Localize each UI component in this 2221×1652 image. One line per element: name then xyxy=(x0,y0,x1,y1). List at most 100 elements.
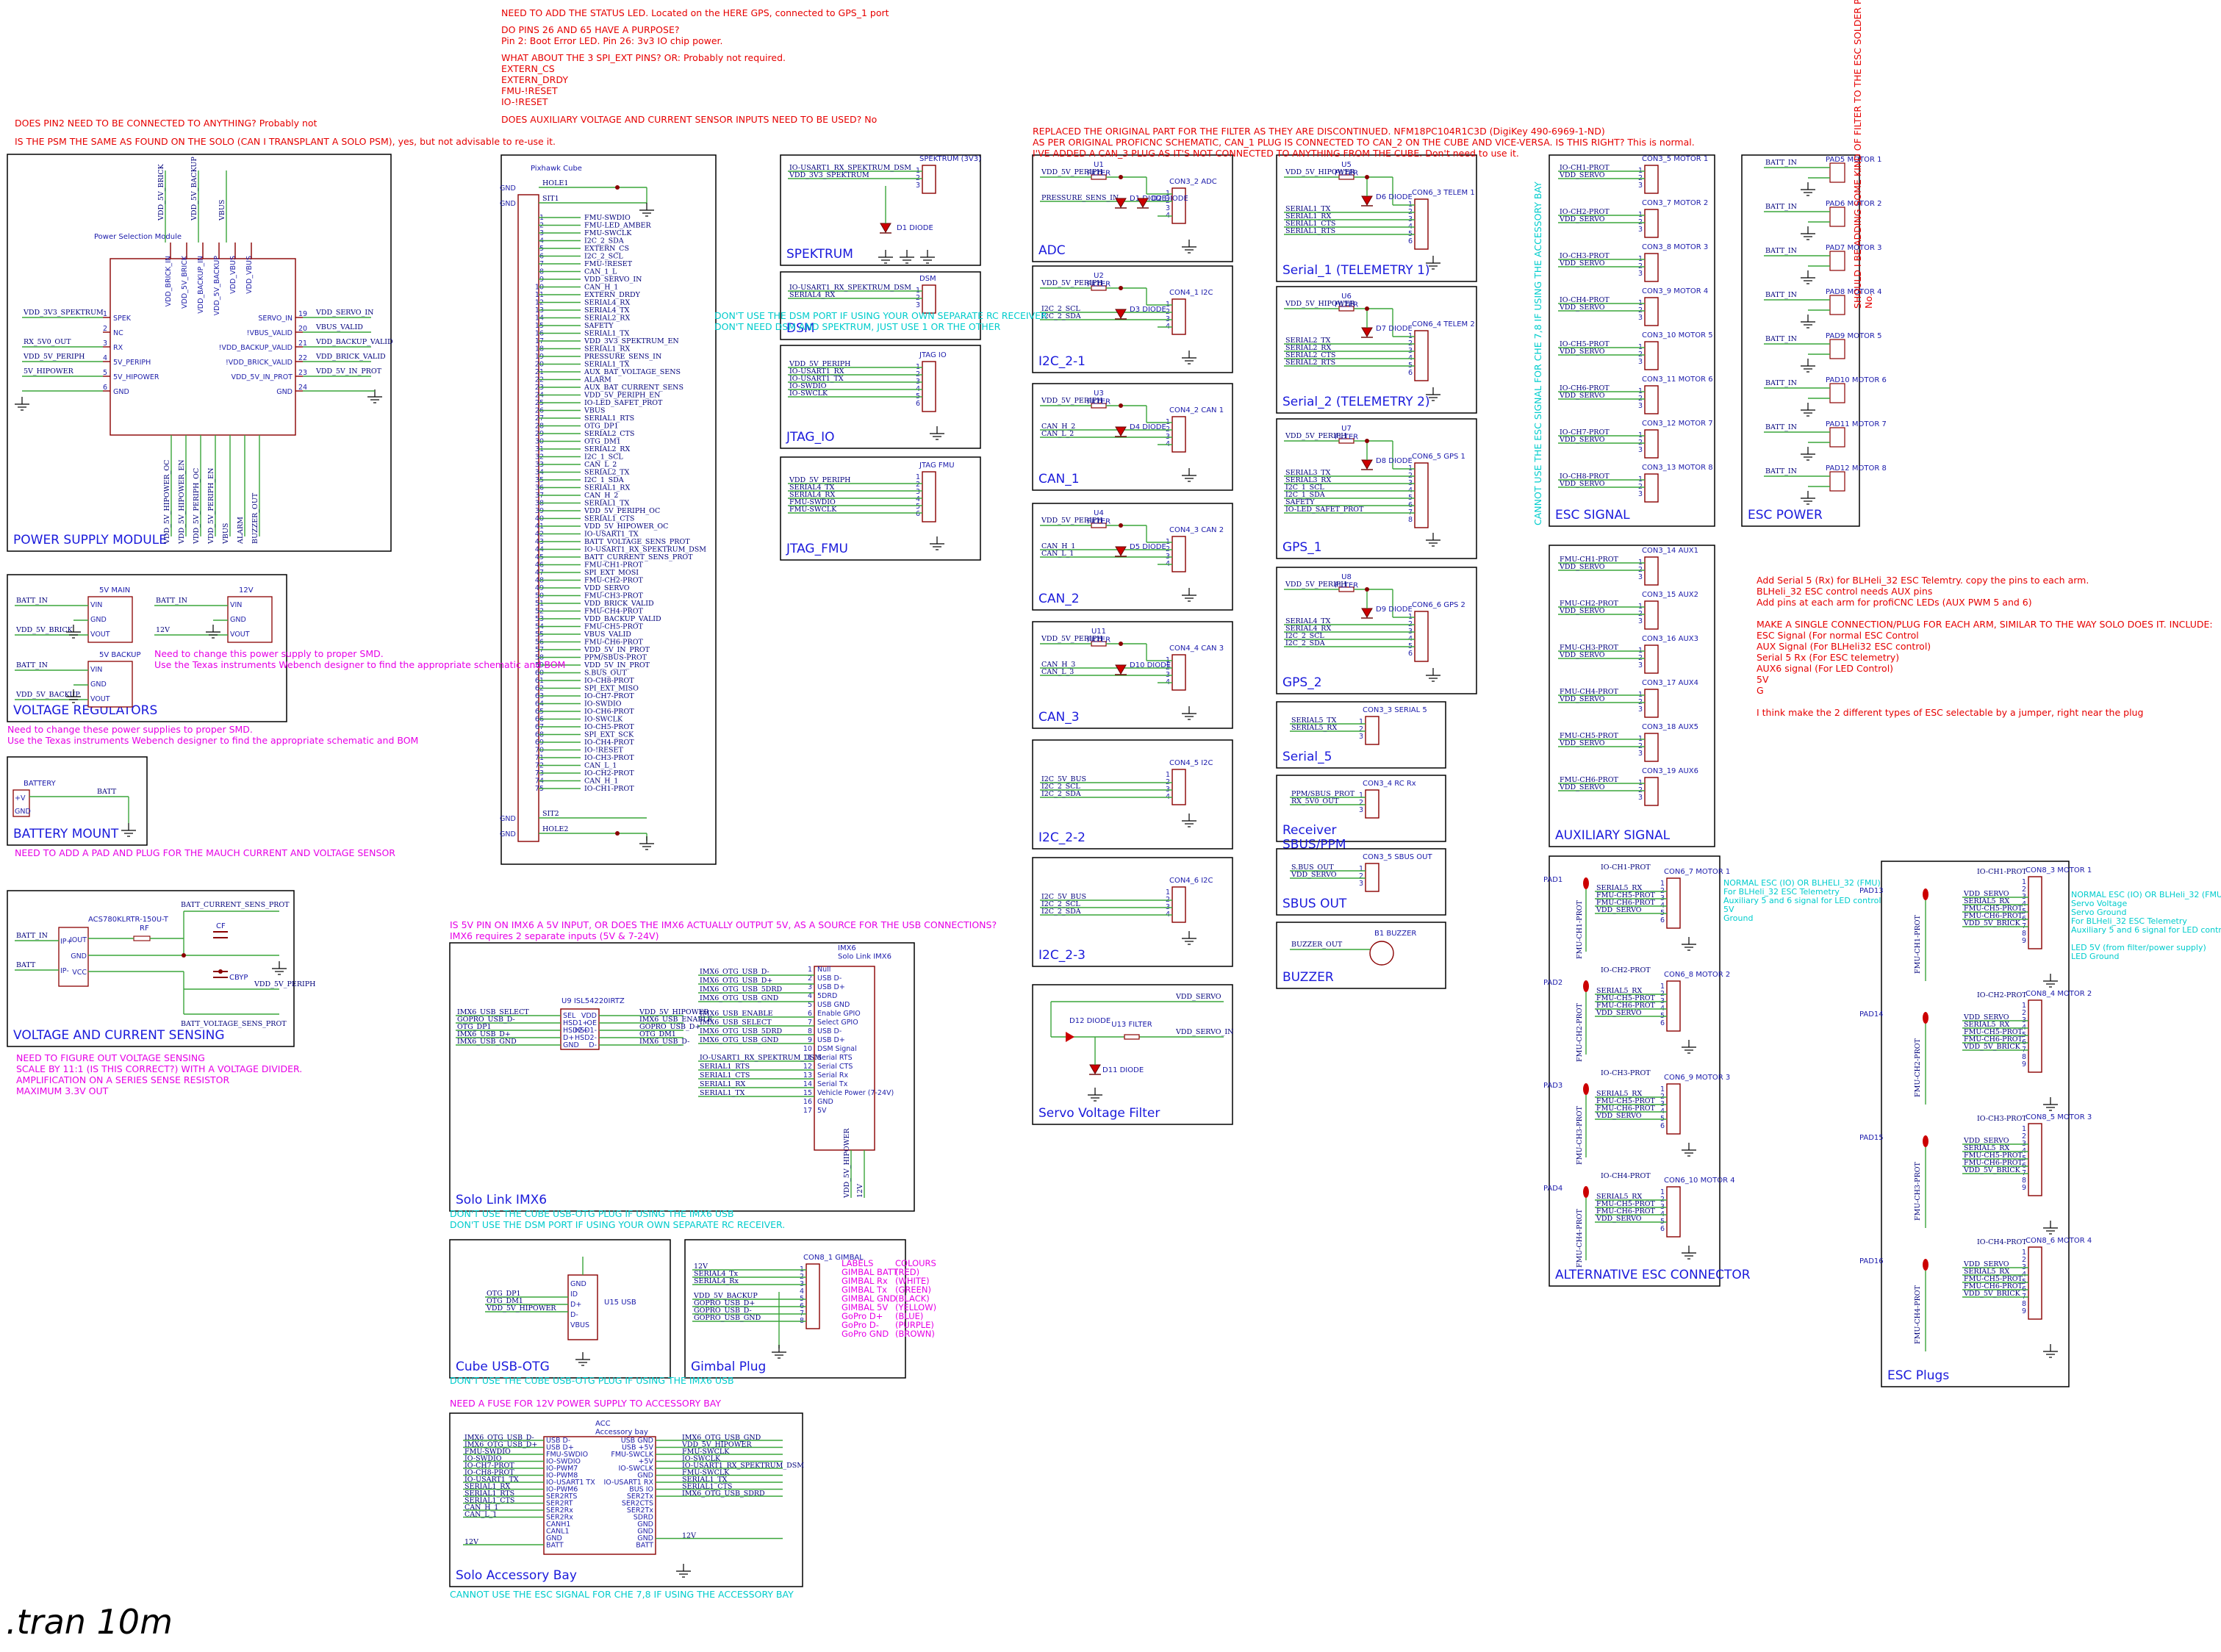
i2c-extra-net: I2C_2_SDA xyxy=(1041,790,1081,798)
filter-diode xyxy=(1137,198,1149,208)
imx6-pin-number: 5 xyxy=(808,1001,812,1009)
esc-plugs-frame xyxy=(1881,861,2070,1387)
psm-right-net: VDD_BRICK_VALID xyxy=(315,353,386,361)
voltage-regulators-title: VOLTAGE REGULATORS xyxy=(13,703,157,718)
cube-bottom-pin: GND xyxy=(500,830,516,838)
i2c-extra-title: I2C_2-3 xyxy=(1038,948,1086,963)
alt-esc-title: ALTERNATIVE ESC CONNECTOR xyxy=(1555,1268,1751,1282)
psm-pin-number: 1 xyxy=(103,310,107,318)
telem-block-title: GPS_1 xyxy=(1282,540,1322,555)
esc-plugs-net: VDD_5V_BRICK xyxy=(1963,919,2021,927)
esc-plugs-side-net: FMU-CH3-PROT xyxy=(1914,1161,1922,1221)
acs-pin: IP+ xyxy=(60,938,73,946)
filter-con-body xyxy=(1172,298,1186,335)
esc-signal-con-body xyxy=(1644,429,1659,459)
psm-pin-number: 22 xyxy=(298,354,307,362)
acc-right-net: VDD_5V_HIPOWER xyxy=(681,1441,752,1449)
filter-block-frame xyxy=(1032,154,1233,262)
acc-left-pin: CANH1 xyxy=(546,1520,570,1529)
small-con-net: SERIAL5_TX xyxy=(1291,717,1337,725)
gimbal-net: SERIAL4_Rx xyxy=(694,1277,739,1285)
psm-bottom-net: VDD_5V_HIPOWER_OC xyxy=(163,460,171,545)
esc-plugs-con-pin-number: 1 xyxy=(2022,1249,2026,1257)
u9-net: IMX6_USB_D+ xyxy=(457,1030,511,1038)
imx6-pin-number: 12 xyxy=(803,1063,812,1071)
esc-plugs-pad: PAD13 xyxy=(1859,887,1884,895)
auxiliary-title: AUXILIARY SIGNAL xyxy=(1555,828,1671,843)
esc-signal-con-label: CON3_12 MOTOR 7 xyxy=(1642,420,1713,428)
jtag-io-net: IO-USART1_RX xyxy=(789,367,844,376)
spektrum-diode xyxy=(880,223,891,233)
alt-esc-net: FMU-CH6-PROT xyxy=(1596,1207,1656,1215)
cube-net: EXTERN_DRDY xyxy=(584,291,641,299)
imx6-net: IMX6_OTG_USB_GND xyxy=(700,994,779,1002)
filter-net: CAN_L_3 xyxy=(1041,668,1074,676)
u15-pin: VBUS xyxy=(570,1321,589,1329)
aux-con-label: CON3_16 AUX3 xyxy=(1642,635,1698,643)
u9-net: IMX6_USB_SELECT xyxy=(457,1008,529,1016)
psm-top-pin: VDD_VBUS xyxy=(229,256,237,294)
cube-net: FMU-CH4-PROT xyxy=(584,608,644,616)
filter-con-body xyxy=(1172,654,1186,691)
aux-con-label: CON3_19 AUX6 xyxy=(1642,767,1698,775)
alt-esc-net: SERIAL5_RX xyxy=(1596,1193,1642,1201)
jtag-fmu-con-label: JTAG FMU xyxy=(919,462,955,470)
aux-con-pin-number: 3 xyxy=(1638,794,1643,802)
filter-net: I2C_2_SCL xyxy=(1041,305,1080,313)
filter-block-frame xyxy=(1032,503,1233,611)
battery-body xyxy=(12,789,30,817)
alt-esc-con-pin-number: 6 xyxy=(1660,916,1665,924)
esc-signal-frame xyxy=(1549,154,1715,527)
dsm-con-pin-number: 3 xyxy=(916,301,920,309)
psm-left-pin: GND xyxy=(113,388,129,396)
esc-pad-body xyxy=(1829,295,1845,315)
acc-right-pin: IO-USART1 RX xyxy=(603,1479,653,1487)
aux-net: VDD_SERVO xyxy=(1559,563,1605,571)
cube-net: VDD_5V_PERIPH_EN xyxy=(584,392,660,400)
filter-net: VDD_5V_PERIPH xyxy=(1041,168,1102,176)
psm-pin-number: 24 xyxy=(298,384,307,392)
small-con-block-frame xyxy=(1276,701,1446,769)
regulator-pin: VIN xyxy=(90,601,102,609)
esc-plugs-con-pin-number: 2 xyxy=(2022,1256,2026,1264)
esc-power-net: BATT_IN xyxy=(1765,203,1797,211)
esc-signal-title: ESC SIGNAL xyxy=(1555,508,1630,522)
psm-left-net: VDD_5V_PERIPH xyxy=(23,353,85,361)
esc-pad-label: PAD8 MOTOR 4 xyxy=(1826,288,1881,296)
regulator-body xyxy=(227,596,273,643)
filter-diode xyxy=(1115,309,1127,319)
sense-net: BATT_VOLTAGE_SENS_PROT xyxy=(181,1020,287,1028)
telem-net: SERIAL2_RTS xyxy=(1285,359,1335,367)
i2c-extra-net: I2C_5V_BUS xyxy=(1041,775,1086,783)
cube-net: FMU-CH6-PROT xyxy=(584,639,644,647)
regulator-in-net: BATT_IN xyxy=(16,597,48,605)
battery-mount-title: BATTERY MOUNT xyxy=(13,827,119,841)
esc-plugs-con-body xyxy=(2028,1123,2042,1196)
psm-bottom-net: VDD_5V_PERIPH_EN xyxy=(207,468,215,545)
alt-esc-side-net: FMU-CH3-PROT xyxy=(1576,1105,1584,1165)
alt-esc-net: FMU-CH6-PROT xyxy=(1596,1002,1656,1010)
esc-plugs-con-pin-number: 8 xyxy=(2022,1053,2026,1061)
note-mauch: NEED TO ADD A PAD AND PLUG FOR THE MAUCH… xyxy=(15,847,395,858)
sense-net: BATT_CURRENT_SENS_PROT xyxy=(181,901,290,909)
cube-net: IO-CH7-PROT xyxy=(584,692,634,700)
cube-otg-title: Cube USB-OTG xyxy=(456,1360,550,1374)
imx6-pin-number: 10 xyxy=(803,1045,812,1053)
aux-net: FMU-CH5-PROT xyxy=(1560,732,1619,740)
imx6-bottom-net: 12V xyxy=(856,1184,864,1198)
filter-con-pin-number: 3 xyxy=(1166,204,1170,212)
imx6-chip xyxy=(814,966,875,1151)
aux-con-body xyxy=(1644,777,1659,806)
filter-diode-label: D4 DIODE xyxy=(1130,423,1166,431)
esc-plugs-net: FMU-CH5-PROT xyxy=(1964,1028,2023,1036)
alt-esc-con-label: CON6_7 MOTOR 1 xyxy=(1664,868,1730,876)
esc-plugs-net: FMU-CH6-PROT xyxy=(1964,1159,2023,1167)
acc-left-pin: IO-PWM8 xyxy=(546,1472,578,1480)
imx6-pin: Serial Rx xyxy=(817,1071,849,1080)
servo-filter-frame xyxy=(1032,984,1233,1125)
psm-bottom-net: VBUS xyxy=(222,523,230,545)
jtag-fmu-net: VDD_5V_PERIPH xyxy=(789,476,850,484)
cbyp-label: CBYP xyxy=(229,974,248,982)
telem-net: I2C_2_SDA xyxy=(1285,639,1325,647)
cube-net: SERIAL2_CTS xyxy=(584,430,634,438)
